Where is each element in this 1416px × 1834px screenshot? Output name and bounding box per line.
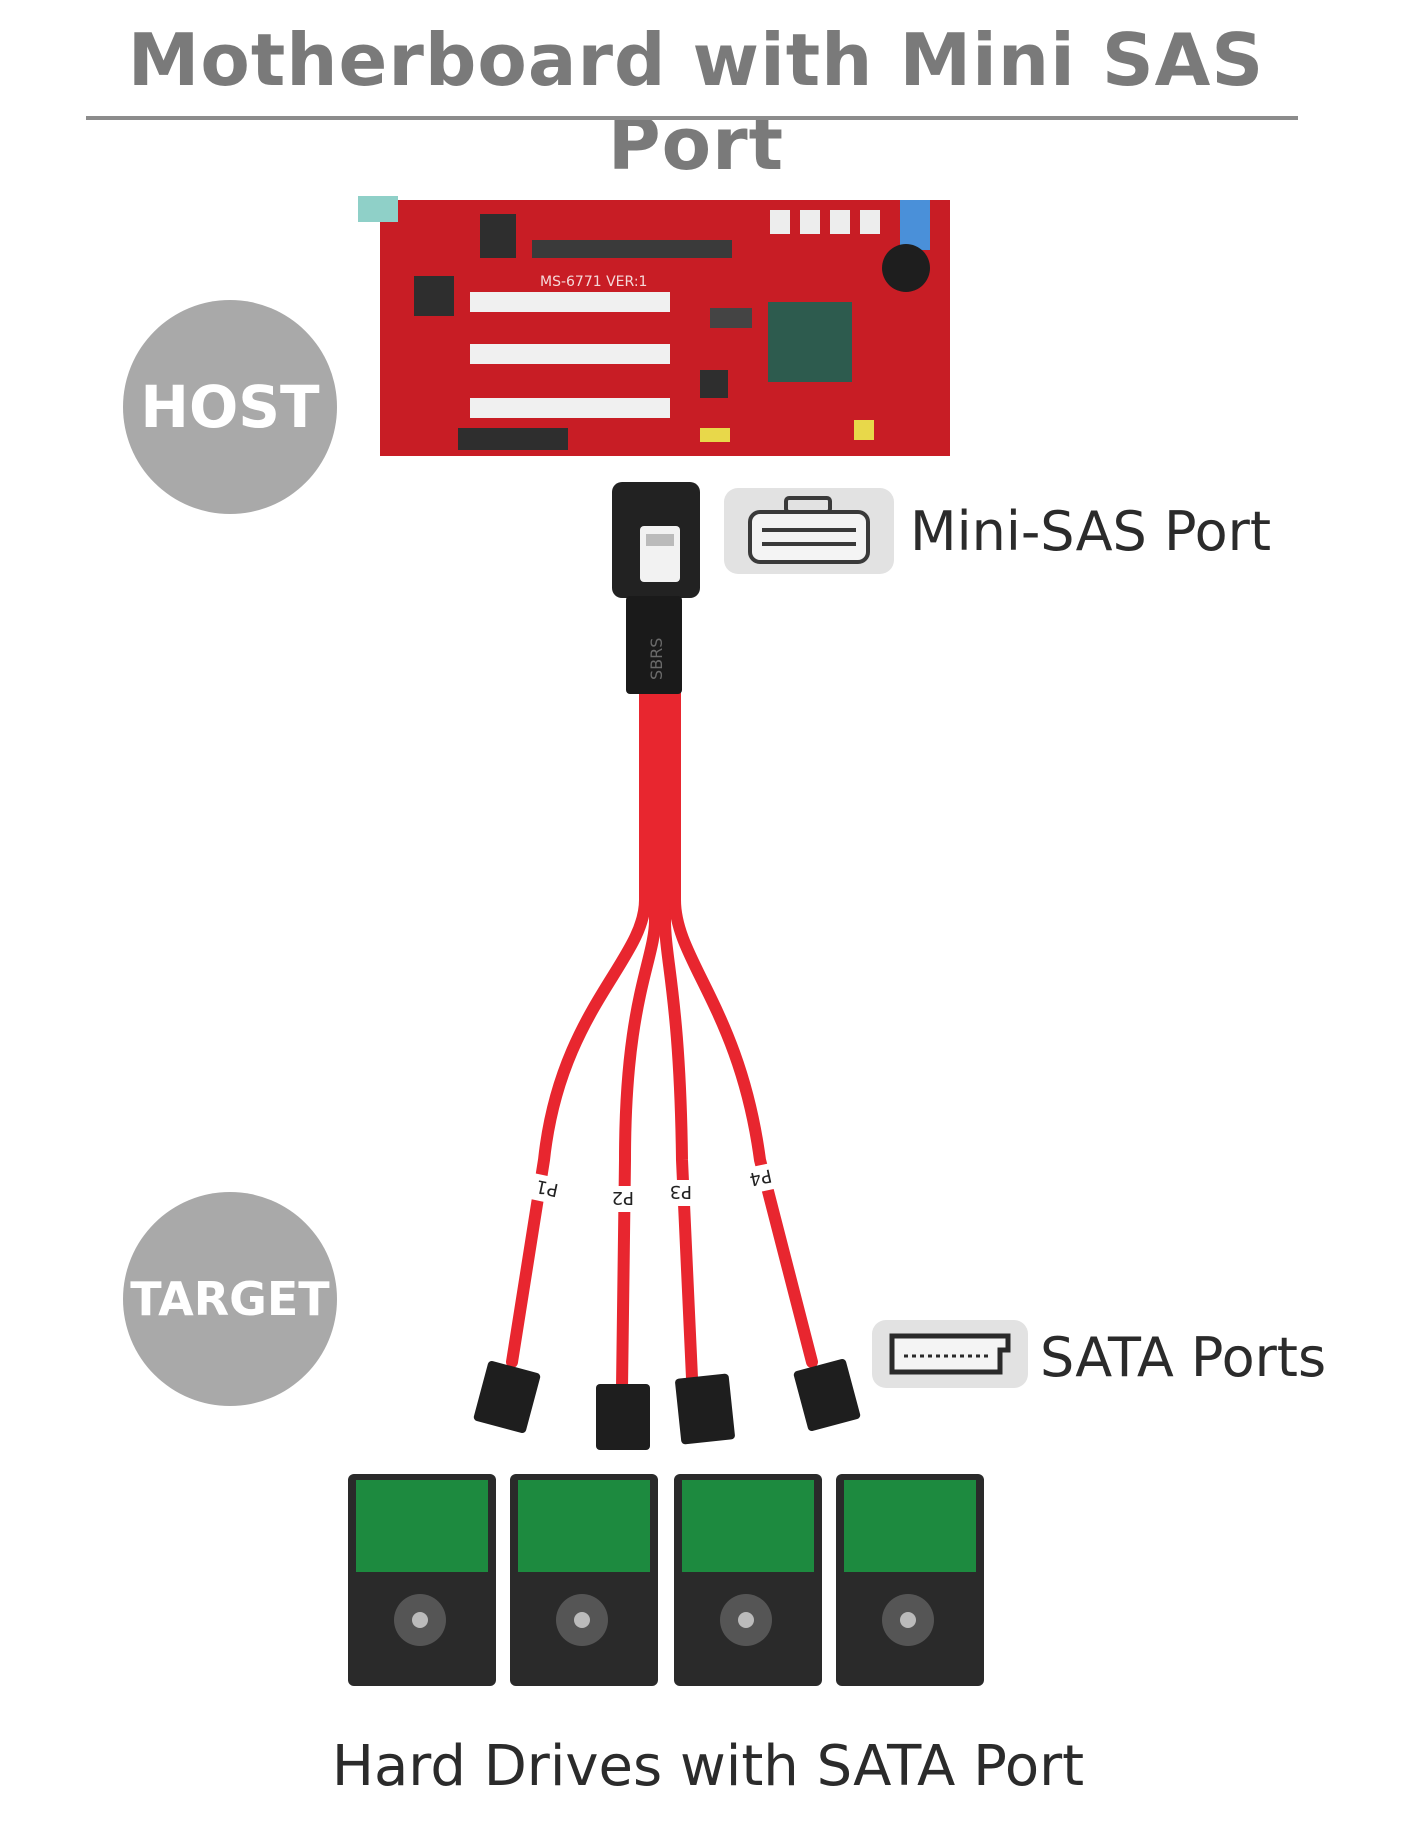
hard-drive	[348, 1474, 496, 1686]
sata-port-icon	[889, 1333, 1011, 1375]
target-badge: TARGET	[123, 1192, 337, 1406]
lead-label-p1: P1	[534, 1175, 560, 1200]
sata-cable-leads	[506, 684, 818, 1394]
hard-drive	[510, 1474, 658, 1686]
sata-connectors	[473, 1358, 861, 1450]
hard-drive	[674, 1474, 822, 1686]
mini-sas-port-icon	[748, 496, 870, 564]
sata-ports-label: SATA Ports	[1040, 1326, 1327, 1389]
cable-brand-text: SBRS	[647, 638, 666, 680]
mini-sas-port-icon-box	[724, 488, 894, 574]
lead-label-p3: P3	[670, 1181, 692, 1202]
title-divider	[86, 116, 1298, 120]
footer-caption: Hard Drives with SATA Port	[331, 1734, 1085, 1799]
lead-label-p2: P2	[612, 1187, 634, 1208]
hard-drives	[348, 1474, 984, 1686]
mini-sas-connector: SBRS	[612, 482, 700, 694]
lead-label-p4: P4	[747, 1164, 773, 1189]
sata-port-icon-box	[872, 1320, 1028, 1388]
host-badge: HOST	[123, 300, 337, 514]
motherboard-image: MS-6771 VER:1	[358, 196, 950, 456]
motherboard-model-text: MS-6771 VER:1	[540, 274, 647, 290]
mini-sas-port-label: Mini-SAS Port	[910, 500, 1272, 563]
hard-drive	[836, 1474, 984, 1686]
cable-lead-labels: P1 P2 P3 P4	[525, 1162, 779, 1212]
